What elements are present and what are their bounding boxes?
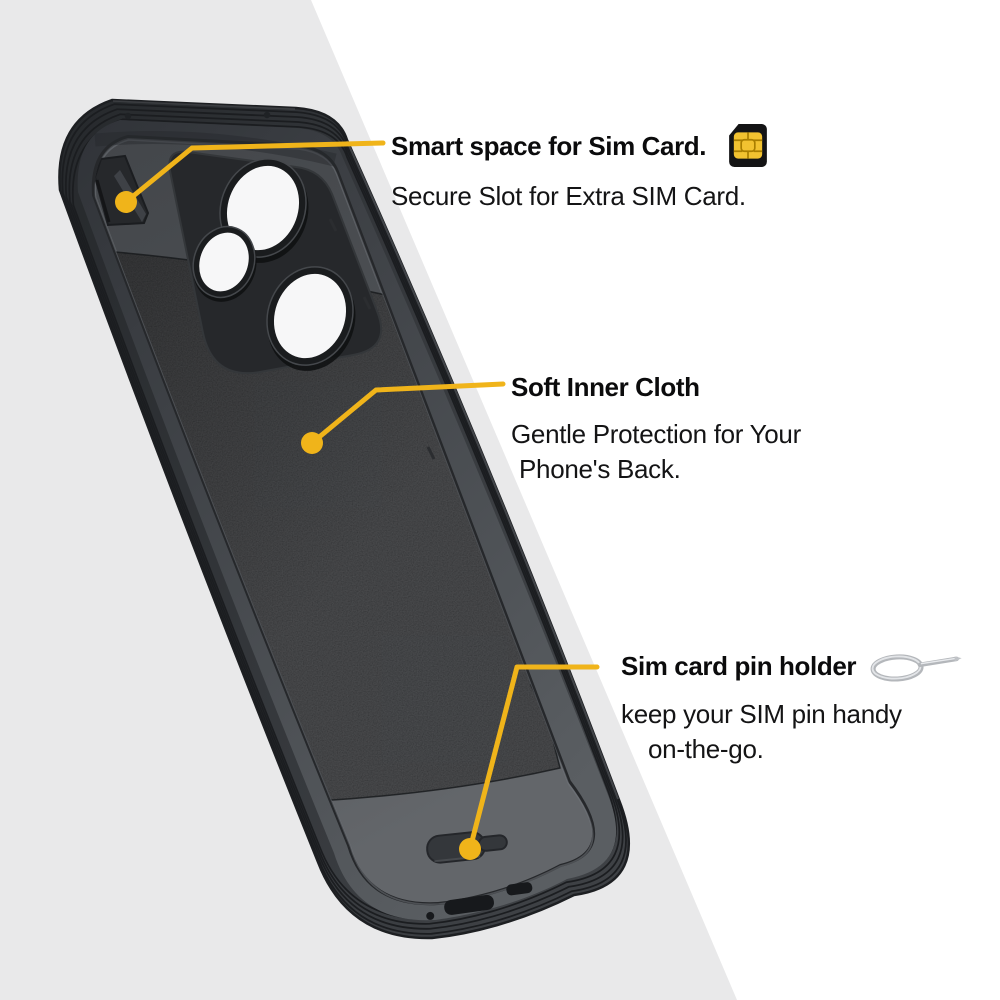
camera-hole-large-bottom (266, 266, 356, 371)
callout-title: Smart space for Sim Card. (391, 130, 707, 161)
callout-dot-inner-cloth (301, 432, 323, 454)
callout-dot-pin-holder (459, 838, 481, 860)
callout-soft-inner-cloth: Soft Inner Cloth Gentle Protection for Y… (511, 371, 801, 487)
callout-sim-card-space: Smart space for Sim Card. Secure Slot fo… (391, 124, 768, 214)
callout-line-sim-slot (123, 140, 386, 205)
callout-dot-sim-slot (115, 191, 137, 213)
camera-cutout-plate (168, 150, 383, 375)
callout-title: Sim card pin holder (621, 651, 857, 681)
rim-mic-hole (263, 111, 271, 119)
callout-subtitle: keep your SIM pin handy on-the-go. (621, 699, 902, 764)
bottom-ports (426, 882, 533, 920)
callout-title: Soft Inner Cloth (511, 372, 700, 402)
camera-hole-small (192, 225, 257, 302)
callout-line-pin-holder (467, 664, 600, 852)
callout-subtitle: Gentle Protection for Your Phone's Back. (511, 419, 801, 484)
case-top-edge-highlight (112, 100, 296, 110)
sim-ejector-pin-icon (870, 654, 962, 682)
callout-line-inner-cloth (309, 381, 506, 446)
callout-subtitle: Secure Slot for Extra SIM Card. (391, 181, 746, 211)
top-rim-shadow (94, 131, 337, 167)
callout-sim-pin-holder: Sim card pin holder keep your SIM pin ha… (621, 650, 962, 767)
rim-mic-hole (124, 112, 132, 120)
case-right-edge-highlight (346, 140, 619, 800)
case-outer-shell (58, 98, 631, 940)
callout-lines (123, 140, 600, 852)
sim-card-icon (729, 124, 768, 167)
callout-dots (115, 191, 481, 860)
